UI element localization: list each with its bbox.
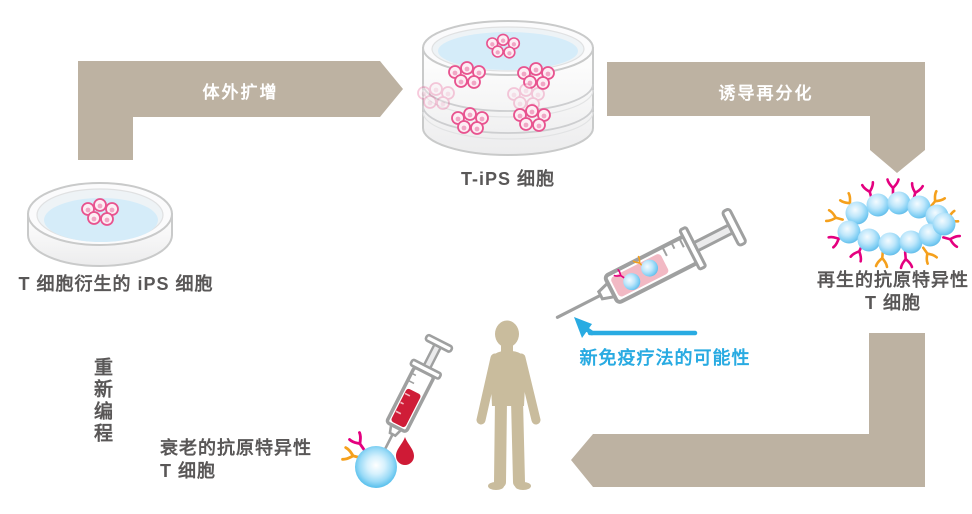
return-to-patient-arrow xyxy=(571,333,925,487)
redifferentiation-arrow xyxy=(607,62,925,173)
regenerated-tcell-label-line2: T 细胞 xyxy=(865,293,921,313)
senescent-tcell-icon xyxy=(341,431,397,488)
tcell-cluster-icon xyxy=(824,178,962,270)
new-therapy-label: 新免疫疗法的可能性 xyxy=(579,348,751,368)
expand-arrow-label: 体外扩增 xyxy=(202,83,279,102)
regenerated-tcell-label: 再生的抗原特异性 T 细胞 xyxy=(786,269,972,315)
petri-dish-icon xyxy=(27,182,173,267)
regenerated-tcell-label-line1: 再生的抗原特异性 xyxy=(817,270,969,290)
tips-cells-label: T-iPS 细胞 xyxy=(460,169,555,189)
dish-stack-icon xyxy=(417,20,594,156)
patient-silhouette-icon xyxy=(476,320,541,490)
blood-draw-syringe-icon xyxy=(378,333,454,462)
senescent-tcell-label-line2: T 细胞 xyxy=(160,461,216,481)
senescent-tcell-label: 衰老的抗原特异性 T 细胞 xyxy=(160,437,390,483)
senescent-tcell-label-line1: 衰老的抗原特异性 xyxy=(160,438,312,458)
t-derived-ips-label: T 细胞衍生的 iPS 细胞 xyxy=(18,274,214,294)
antigen-receptor-icon xyxy=(898,250,914,270)
injection-syringe-icon xyxy=(555,207,747,319)
therapy-direction-arrow xyxy=(574,317,698,338)
redifferentiation-arrow-label: 诱导再分化 xyxy=(718,84,814,103)
blood-drop-icon xyxy=(396,437,414,465)
reprogramming-label: 重新编程 xyxy=(91,357,112,445)
antigen-receptor-icon xyxy=(824,208,846,227)
antigen-receptor-icon xyxy=(917,243,938,265)
expand-arrow xyxy=(78,61,403,160)
